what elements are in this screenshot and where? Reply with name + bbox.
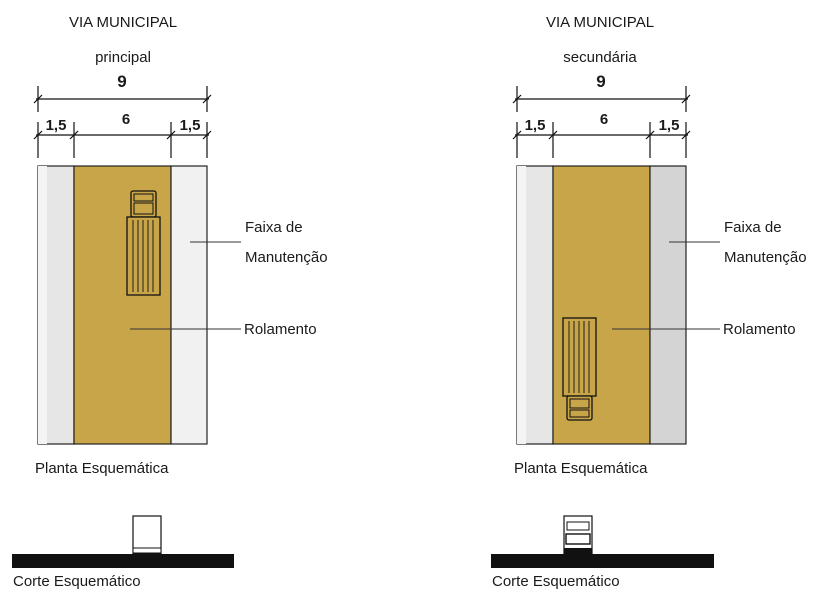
caption-section: Corte Esquemático [492,573,620,590]
ground-section [491,554,714,568]
ground-section [12,554,234,568]
label-faixa-line2: Manutenção [724,249,807,266]
caption-plan: Planta Esquemática [35,460,169,477]
left-width-label: 1,5 [525,117,546,134]
total-width-label: 9 [596,72,605,91]
right-width-label: 1,5 [180,117,201,134]
left-sidewalk-highlight [517,166,526,444]
left-sidewalk-highlight [38,166,47,444]
label-faixa-line2: Manutenção [245,249,328,266]
total-dimension: 9 [33,72,212,112]
section-view [491,515,714,568]
label-faixa-line1: Faixa de [245,219,303,236]
total-width-label: 9 [117,72,126,91]
caption-plan: Planta Esquemática [514,460,648,477]
partial-dimensions: 1,5 6 1,5 [33,111,212,158]
panel-subtitle: secundária [563,49,637,66]
right-width-label: 1,5 [659,117,680,134]
label-faixa-line1: Faixa de [724,219,782,236]
road-plan [516,165,687,445]
caption-section: Corte Esquemático [13,573,141,590]
truck-section-icon [563,515,593,555]
panel-secundaria: VIA MUNICIPAL secundária 9 1,5 6 1,5 [491,14,807,590]
truck-topview-icon [126,190,161,296]
right-sidewalk [649,165,687,445]
panel-title: VIA MUNICIPAL [546,14,654,31]
label-rolamento: Rolamento [244,321,317,338]
section-view [12,515,234,568]
road-width-label: 6 [600,111,608,128]
panel-principal: VIA MUNICIPAL principal 9 1,5 6 1,5 [12,14,328,590]
road-plan [37,165,208,445]
label-rolamento: Rolamento [723,321,796,338]
truck-topview-icon [562,317,597,421]
total-dimension: 9 [512,72,691,112]
partial-dimensions: 1,5 6 1,5 [512,111,691,158]
right-sidewalk [170,165,208,445]
panel-subtitle: principal [95,49,151,66]
panel-title: VIA MUNICIPAL [69,14,177,31]
road-width-label: 6 [122,111,130,128]
left-width-label: 1,5 [46,117,67,134]
